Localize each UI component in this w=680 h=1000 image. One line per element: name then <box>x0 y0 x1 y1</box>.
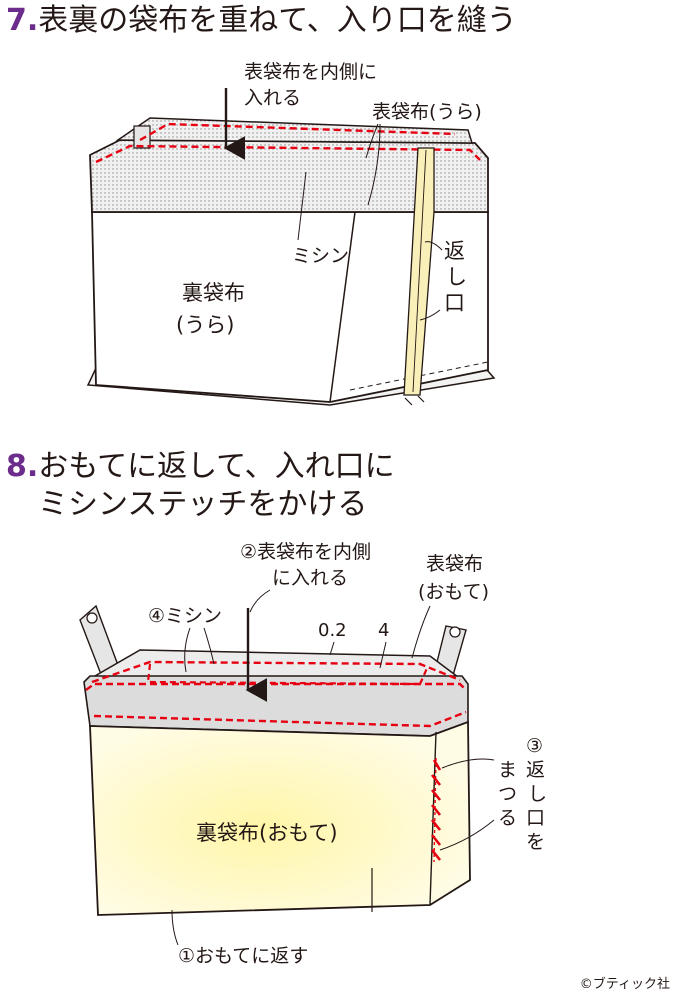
step8-grommet-left <box>86 612 98 624</box>
copyright-credit: ©ブティック社 <box>579 977 670 992</box>
step7-label-insert-2: 入れる <box>244 87 301 109</box>
step7-label-lining-2: (うら) <box>176 313 234 337</box>
step7-stitch-line-back <box>139 122 456 142</box>
step8-stitch-outer <box>85 682 467 691</box>
step8-leader-insert <box>249 589 271 613</box>
step7-strap <box>403 147 435 396</box>
step7-number: 7. <box>6 3 39 38</box>
step8-title-line1: おもてに返して、入れ口に <box>38 449 395 484</box>
step8-label-insert-2: に入れる <box>272 567 348 589</box>
step7-label-machine: ミシン <box>292 245 349 267</box>
step7-label-opening-2: し <box>446 265 467 289</box>
step8-leader-outer <box>411 605 431 659</box>
step8-label-blind-4: 口 <box>526 807 545 829</box>
step8-stitch-band <box>93 710 467 728</box>
step8-leader-machine <box>184 627 215 673</box>
step8-label-machine: ④ミシン <box>148 605 222 627</box>
step8-label-turn: ①おもてに返す <box>178 945 308 967</box>
step8-label-insert-1: ②表袋布を内側 <box>240 541 371 563</box>
step8-blind-stitch-line <box>433 757 437 863</box>
step7-label-insert-1: 表袋布を内側に <box>244 61 377 83</box>
step7-title: 表裏の袋布を重ねて、入り口を縫う <box>38 3 517 38</box>
step7-leader-opening <box>419 241 443 321</box>
step8-label-blind-2: 返 <box>526 759 545 781</box>
step7-label-lining-1: 裏袋布 <box>182 281 245 305</box>
step8-leader-turn <box>171 909 179 946</box>
step7-heading: 7.表裏の袋布を重ねて、入り口を縫う <box>6 4 517 38</box>
step7-label-outer-reverse: 表袋布(うら) <box>372 101 482 123</box>
step8-label-outer-front-2: (おもて) <box>418 581 489 603</box>
step7-leader-outer <box>365 123 379 159</box>
step8-heading: 8.おもてに返して、入れ口に <box>6 450 395 484</box>
step7-label-opening-1: 返 <box>444 239 465 263</box>
step8-title-line2: ミシンステッチをかける <box>38 487 368 522</box>
step8-number: 8. <box>6 449 39 484</box>
step8-leader-blind <box>439 758 495 851</box>
step7-side-seam <box>329 211 356 403</box>
step8-bag <box>79 604 471 916</box>
step7-label-opening-3: 口 <box>444 291 465 315</box>
step7-tab-left <box>133 125 151 149</box>
step8-label-blind-6: ま <box>498 759 517 781</box>
step8-label-blind-5: を <box>526 831 545 853</box>
step7-leader-machine <box>297 171 307 241</box>
step7-strap-center <box>412 149 427 393</box>
step8-leader-dims <box>329 641 387 669</box>
step8-grommet-right <box>449 626 461 638</box>
step7-bag <box>86 117 496 406</box>
step7-opening-marker <box>404 395 425 406</box>
step8-heading-line2: ミシンステッチをかける <box>38 488 367 522</box>
step8-label-dim-a: 0.2 <box>318 620 347 641</box>
step7-leader-outer2 <box>367 123 381 206</box>
step8-stitch-top <box>91 660 461 684</box>
step8-blind-stitch <box>430 759 442 861</box>
step8-label-outer-front-1: 表袋布 <box>426 553 483 575</box>
step8-label-blind-8: る <box>498 807 517 829</box>
step8-label-blind-7: つ <box>498 783 517 805</box>
step7-dash-seam <box>349 361 489 391</box>
step8-label-dim-b: 4 <box>378 620 389 641</box>
step8-stitch-inner <box>146 663 430 686</box>
step8-label-blind-3: し <box>528 783 547 805</box>
step8-label-blind-1: ③ <box>526 735 543 757</box>
step8-lining-body <box>89 720 471 916</box>
step8-label-lining-front: 裏袋布(おもて) <box>196 821 338 845</box>
